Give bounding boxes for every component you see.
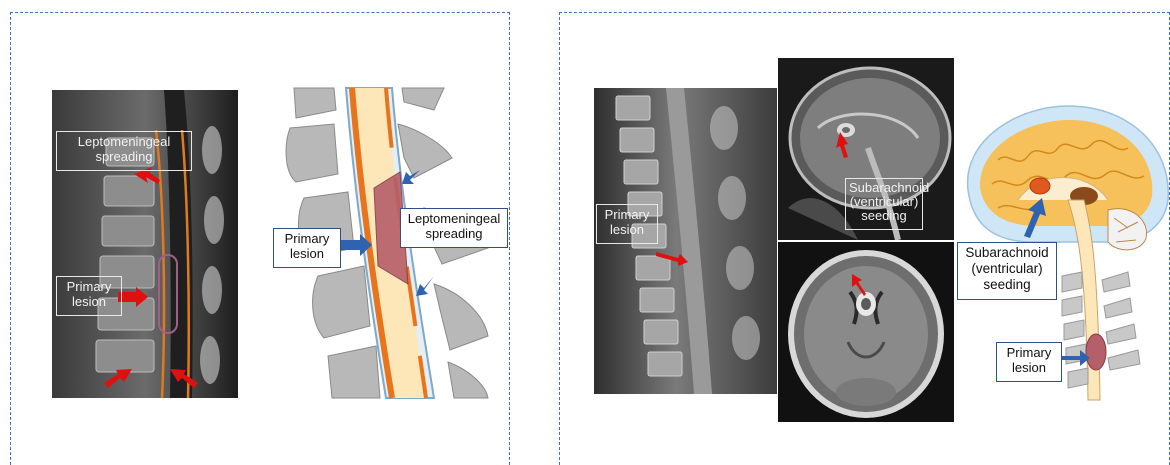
primary-lesion-shape (1086, 334, 1106, 370)
label-line: lesion (1000, 360, 1058, 375)
label-line: (ventricular) (961, 261, 1053, 277)
label-line: Subarachnoid (961, 245, 1053, 261)
label-line: seeding (961, 277, 1053, 293)
red-arrow-icon (852, 274, 866, 296)
diagram-right-primary-lesion-label: Primary lesion (996, 342, 1062, 382)
diagram-seeding-label: Subarachnoid (ventricular) seeding (957, 242, 1057, 300)
label-line: Primary (1000, 345, 1058, 360)
seeding-lesion-shape (1030, 178, 1050, 194)
